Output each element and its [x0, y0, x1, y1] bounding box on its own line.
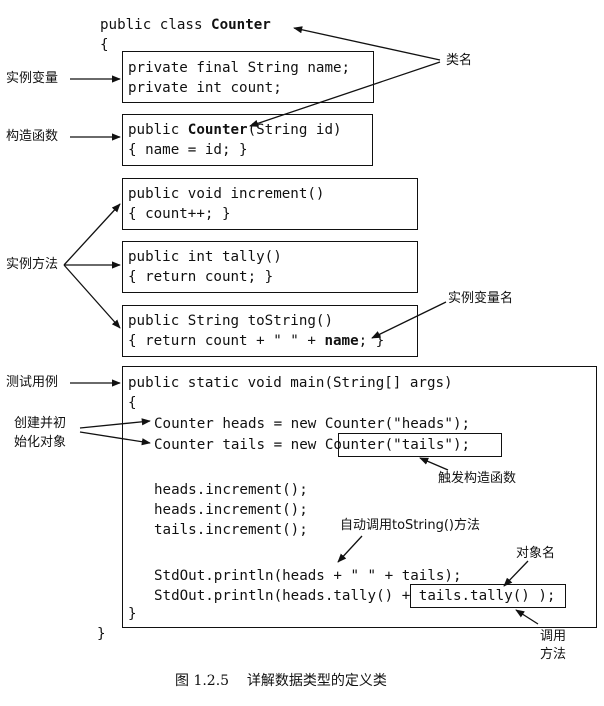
constructor-box: [122, 114, 373, 166]
constructor-signature: public Counter(String id): [128, 122, 342, 138]
class-close-brace: }: [97, 626, 106, 642]
class-open-brace: {: [100, 37, 109, 53]
constructor-name-token: Counter: [187, 122, 248, 138]
main-close-brace: }: [128, 606, 137, 622]
label-class-name: 类名: [446, 53, 473, 68]
label-constructor: 构造函数: [6, 129, 59, 144]
figure-caption: 图 1.2.5 详解数据类型的定义类: [175, 670, 387, 690]
label-invoke-method-line2: 方法: [540, 647, 567, 662]
tostring-body: { return count + " " + name; }: [128, 333, 385, 349]
tails-increment: tails.increment();: [154, 522, 308, 538]
figure-title: 详解数据类型的定义类: [246, 673, 387, 689]
heads-declaration: Counter heads = new Counter("heads");: [154, 416, 471, 432]
increment-signature: public void increment(): [128, 186, 325, 202]
heads-increment-1: heads.increment();: [154, 482, 308, 498]
label-object-name: 对象名: [516, 546, 556, 561]
label-create-init-line1: 创建并初: [14, 416, 67, 431]
main-signature: public static void main(String[] args): [128, 375, 453, 391]
label-instance-variable-name: 实例变量名: [448, 291, 514, 306]
label-instance-methods: 实例方法: [6, 257, 59, 272]
test-client-box: [122, 366, 597, 628]
heads-increment-2: heads.increment();: [154, 502, 308, 518]
tally-signature: public int tally(): [128, 249, 282, 265]
tally-method-box: [122, 241, 418, 293]
label-invoke-constructor: 触发构造函数: [438, 471, 517, 486]
println-tostring: StdOut.println(heads + " " + tails);: [154, 568, 462, 584]
label-test-client: 测试用例: [6, 375, 59, 390]
tostring-signature: public String toString(): [128, 313, 333, 329]
println-tally: StdOut.println(heads.tally() + tails.tal…: [154, 588, 556, 604]
label-instance-variables: 实例变量: [6, 71, 59, 86]
method-call-highlight-box: [410, 584, 566, 608]
label-create-init-line2: 始化对象: [14, 435, 67, 450]
figure-number: 图 1.2.5: [175, 673, 230, 689]
label-auto-tostring: 自动调用toString()方法: [340, 518, 480, 533]
arrow-to-tostring: [63, 264, 121, 329]
field-count-line: private int count;: [128, 80, 282, 96]
tally-body: { return count; }: [128, 269, 274, 285]
label-invoke-method-line1: 调用: [540, 629, 567, 644]
increment-method-box: [122, 178, 418, 230]
class-name-token: Counter: [211, 17, 271, 33]
ctor-call-highlight-box: [338, 433, 502, 457]
field-name-line: private final String name;: [128, 60, 351, 76]
increment-body: { count++; }: [128, 206, 231, 222]
class-declaration: public class Counter: [100, 17, 271, 33]
main-open-brace: {: [128, 395, 137, 411]
constructor-body: { name = id; }: [128, 142, 248, 158]
tails-declaration: Counter tails = new Counter("tails");: [154, 437, 471, 453]
arrow-to-increment: [63, 203, 121, 266]
name-token: name: [324, 333, 359, 349]
